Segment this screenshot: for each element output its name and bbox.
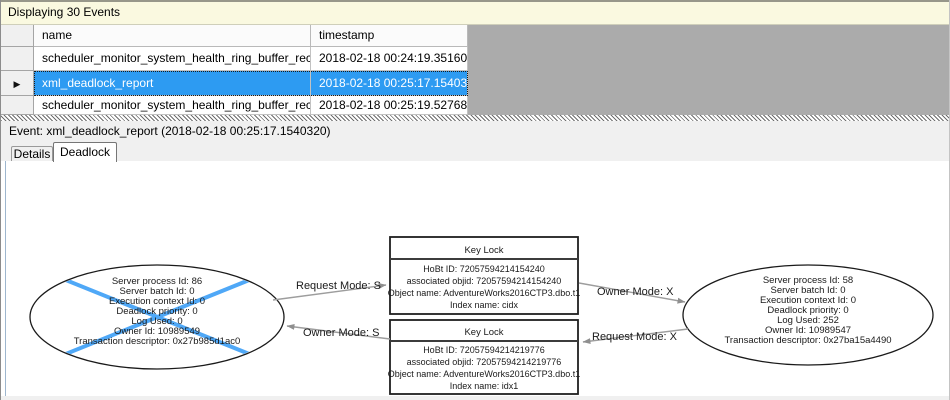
resource-node-keylock-bottom[interactable]: Key Lock HoBt ID: 72057594214219776 asso… <box>388 319 580 395</box>
column-header-timestamp[interactable]: timestamp <box>311 25 468 47</box>
edge-label-request-x: Request Mode: X <box>592 331 678 343</box>
event-name-cell[interactable]: scheduler_monitor_system_health_ring_buf… <box>34 96 311 115</box>
table-row[interactable]: scheduler_monitor_system_health_ring_buf… <box>1 47 468 71</box>
row-gutter <box>1 47 34 71</box>
resource-title: Key Lock <box>464 245 503 256</box>
edge-victim-request-s <box>272 283 387 301</box>
resource-title: Key Lock <box>464 327 503 338</box>
grid-header-row: name timestamp <box>1 25 468 47</box>
resource-attr: Object name: AdventureWorks2016CTP3.dbo.… <box>388 288 580 298</box>
process-attr: Deadlock priority: 0 <box>767 305 848 316</box>
column-header-name[interactable]: name <box>34 25 311 47</box>
resource-attr: HoBt ID: 72057594214154240 <box>423 264 545 274</box>
row-gutter: ▶ <box>1 71 34 96</box>
process-attr: Log Used: 0 <box>131 316 182 327</box>
process-attr: Server batch Id: 0 <box>771 285 846 296</box>
event-timestamp-cell[interactable]: 2018-02-18 00:24:19.3516078 <box>311 47 468 71</box>
process-attr: Execution context Id: 0 <box>760 295 856 306</box>
horizontal-splitter[interactable] <box>1 115 949 121</box>
process-attr: Execution context Id: 0 <box>109 296 205 307</box>
selected-event-summary: Event: xml_deadlock_report (2018-02-18 0… <box>9 124 331 138</box>
edge-other-request-x <box>582 328 689 345</box>
table-row-selected[interactable]: ▶ xml_deadlock_report 2018-02-18 00:25:1… <box>1 71 468 96</box>
tab-deadlock[interactable]: Deadlock <box>53 142 117 162</box>
table-row[interactable]: scheduler_monitor_system_health_ring_buf… <box>1 96 468 115</box>
resource-attr: Index name: idx1 <box>450 381 519 391</box>
edge-label-owner-s: Owner Mode: S <box>303 327 379 339</box>
tab-details[interactable]: Details <box>11 146 53 161</box>
deadlock-graph: Server process Id: 86 Server batch Id: 0… <box>29 236 934 395</box>
grid-header-gutter <box>1 25 34 47</box>
victim-cross-icon <box>31 266 283 368</box>
process-attr: Server process Id: 58 <box>763 275 853 286</box>
process-attr: Owner Id: 10989549 <box>114 326 200 337</box>
process-node-other[interactable]: Server process Id: 58 Server batch Id: 0… <box>682 264 934 366</box>
event-timestamp-cell[interactable]: 2018-02-18 00:25:17.1540320 <box>311 71 468 96</box>
events-count-bar: Displaying 30 Events <box>1 0 949 25</box>
resource-node-keylock-top[interactable]: Key Lock HoBt ID: 72057594214154240 asso… <box>388 236 580 315</box>
edge-label-owner-x: Owner Mode: X <box>597 286 674 298</box>
event-timestamp-cell[interactable]: 2018-02-18 00:25:19.5276859 <box>311 96 468 115</box>
edge-other-owner-x <box>578 282 686 304</box>
resource-attr: associated objid: 72057594214219776 <box>407 357 562 367</box>
event-name-cell[interactable]: scheduler_monitor_system_health_ring_buf… <box>34 47 311 71</box>
row-gutter <box>1 96 34 115</box>
edge-label-request-s: Request Mode: S <box>296 280 381 292</box>
event-name-cell[interactable]: xml_deadlock_report <box>34 71 311 96</box>
graph-edges <box>272 282 689 345</box>
resource-attr: HoBt ID: 72057594214219776 <box>423 345 545 355</box>
process-attr: Server batch Id: 0 <box>120 286 195 297</box>
process-attr: Server process Id: 86 <box>112 276 202 287</box>
edge-victim-owner-s <box>286 323 391 340</box>
resource-attr: Index name: cidx <box>450 300 519 310</box>
process-node-victim[interactable]: Server process Id: 86 Server batch Id: 0… <box>29 264 285 370</box>
process-attr: Transaction descriptor: 0x27b985d1ac0 <box>74 336 241 347</box>
resource-attr: associated objid: 72057594214154240 <box>407 276 562 286</box>
current-row-marker-icon: ▶ <box>13 79 21 89</box>
process-attr: Owner Id: 10989547 <box>765 325 851 336</box>
bottom-margin-strip <box>1 396 949 400</box>
process-attr: Transaction descriptor: 0x27ba15a4490 <box>724 335 891 346</box>
resource-attr: Object name: AdventureWorks2016CTP3.dbo.… <box>388 369 580 379</box>
process-attr: Deadlock priority: 0 <box>116 306 197 317</box>
detail-pane-chrome: Event: xml_deadlock_report (2018-02-18 0… <box>1 121 949 162</box>
process-attr: Log Used: 252 <box>777 315 839 326</box>
events-count-text: Displaying 30 Events <box>8 5 121 19</box>
events-grid: name timestamp scheduler_monitor_system_… <box>1 25 949 115</box>
